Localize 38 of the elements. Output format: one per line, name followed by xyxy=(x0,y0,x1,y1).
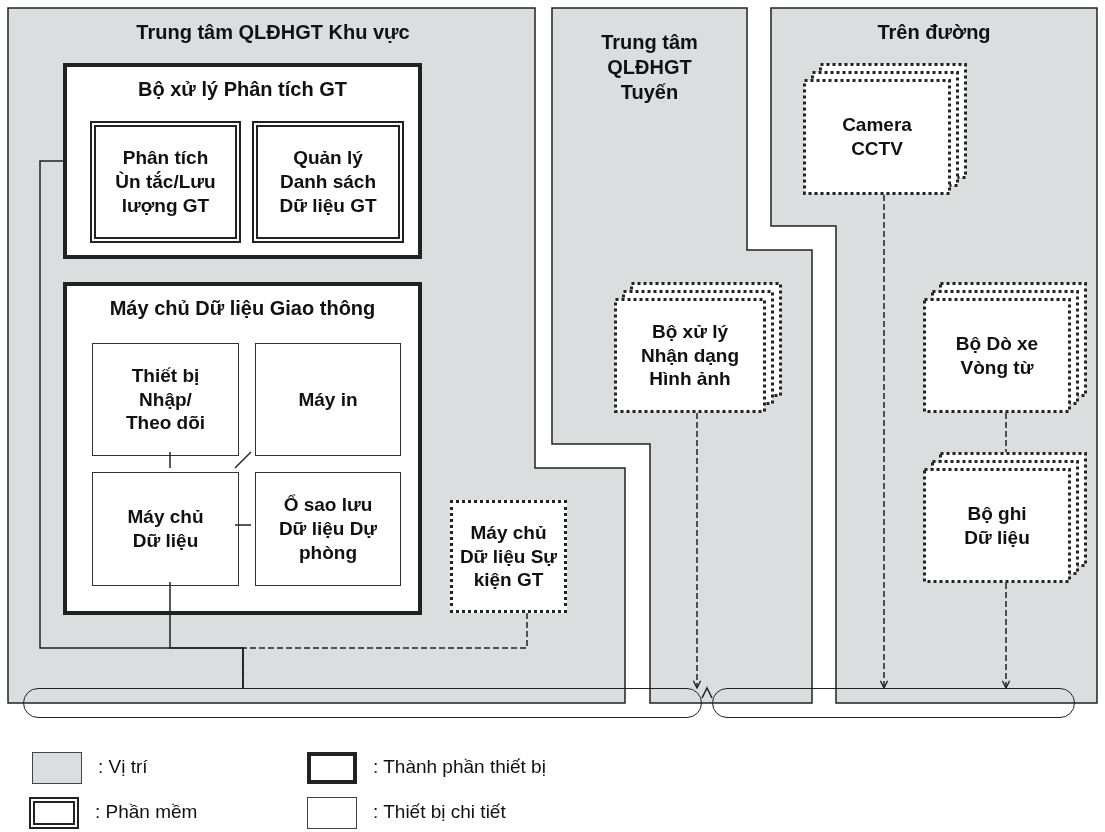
box-label: Máy chủ Dữ liệu xyxy=(126,505,205,553)
box-label: Bộ xử lý Nhận dạng Hình ảnh xyxy=(639,319,741,392)
box-label: Camera CCTV xyxy=(841,113,913,161)
device-box xyxy=(255,472,401,586)
group-title: Máy chủ Dữ liệu Giao thông xyxy=(108,296,377,321)
software-box xyxy=(252,121,404,243)
legend-label: : Vị trí xyxy=(98,756,148,778)
software-box xyxy=(90,121,241,243)
connector-line xyxy=(169,451,171,469)
legend-label: : Phần mềm xyxy=(95,801,198,823)
connector-line xyxy=(234,451,252,469)
device-box xyxy=(92,472,239,586)
box-label: Bộ Dò xe Vòng từ xyxy=(954,331,1040,380)
group-title: Trung tâm QLĐHGT Khu vực xyxy=(135,20,411,45)
box-label: Máy chủ Dữ liệu Sự kiện GT xyxy=(458,520,559,593)
connector-line xyxy=(1001,582,1011,689)
connector-line xyxy=(242,612,528,689)
connector-line xyxy=(169,581,244,689)
device-box xyxy=(92,343,239,456)
box-label: Thiết bị Nhập/ Theo dõi xyxy=(124,363,207,436)
device-box xyxy=(450,500,567,613)
connector-line xyxy=(234,524,252,526)
box-label: Quản lý Danh sách Dữ liệu GT xyxy=(278,146,378,218)
box-label: Bộ ghi Dữ liệu xyxy=(963,501,1031,550)
box-label: Phân tích Ùn tắc/Lưu lượng GT xyxy=(114,146,217,218)
connector-line xyxy=(879,194,889,689)
device-box xyxy=(255,343,401,456)
equipment-panel xyxy=(63,282,422,615)
box-label: Ổ sao lưu Dữ liệu Dự phòng xyxy=(277,493,379,565)
connector-line xyxy=(692,412,702,689)
connector-line xyxy=(1005,412,1007,453)
equipment-panel xyxy=(63,63,422,259)
group-title: Trung tâm QLĐHGT Tuyến xyxy=(600,30,699,105)
group-title: Bộ xử lý Phân tích GT xyxy=(137,77,348,102)
legend-label: : Thành phần thiết bị xyxy=(373,756,546,778)
legend-label: : Thiết bị chi tiết xyxy=(373,801,506,823)
group-title: Trên đường xyxy=(876,20,992,45)
box-label: Máy in xyxy=(298,387,358,412)
